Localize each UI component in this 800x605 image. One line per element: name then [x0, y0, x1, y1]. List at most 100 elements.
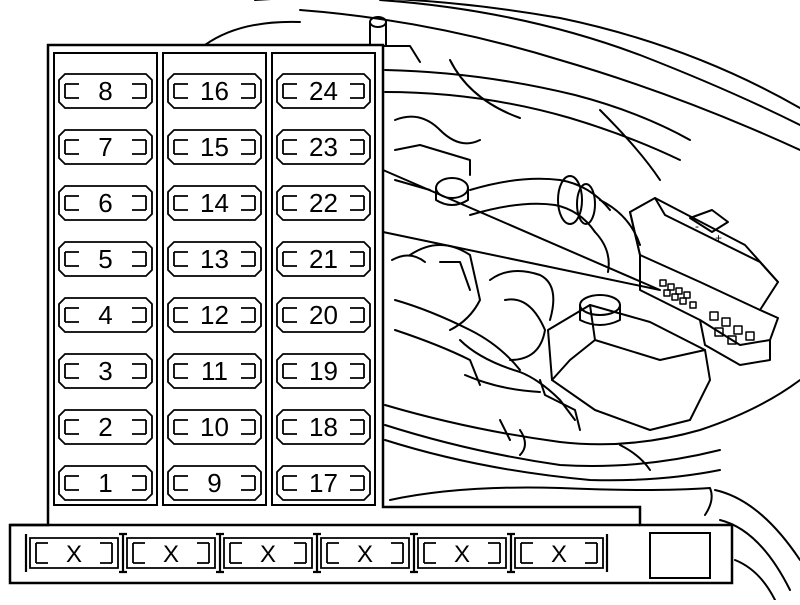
fuse-slot-outline: [276, 465, 371, 501]
fuse-number-label: 20: [309, 300, 338, 330]
fuse-number-label: 9: [207, 468, 221, 498]
fuse-number-label: 2: [98, 412, 112, 442]
front-crossmember: [384, 379, 800, 446]
relay-divider: [119, 532, 127, 574]
fuse-slot-outline: [58, 241, 153, 277]
fuse-number-label: 13: [200, 244, 229, 274]
fuse-slot-17: 17: [276, 465, 371, 501]
relay-slot-label: X: [163, 541, 179, 568]
engine-bay-illustration: - +: [204, 0, 800, 601]
fuse-slot-12: 12: [167, 297, 262, 333]
fuse-slot-outline: [167, 241, 262, 277]
relay-slot-outline: [514, 537, 604, 569]
fuse-slot-6: 6: [58, 185, 153, 221]
fuse-slot-16: 16: [167, 73, 262, 109]
fuse-number-label: 3: [98, 356, 112, 386]
fuse-slot-outline: [58, 353, 153, 389]
fuse-slot-9: 9: [167, 465, 262, 501]
fuse-slot-outline: [276, 185, 371, 221]
relay-slot-4: X: [320, 537, 410, 569]
fuse-number-label: 4: [98, 300, 112, 330]
intake-pipe: [469, 177, 611, 211]
relay-slot-label: X: [66, 541, 82, 568]
fuse-number-label: 6: [98, 188, 112, 218]
fuse-slot-outline: [276, 241, 371, 277]
fuse-column-1: [53, 52, 158, 506]
fuse-slot-outline: [276, 73, 371, 109]
fuse-slot-22: 22: [276, 185, 371, 221]
fuse-number-label: 15: [200, 132, 229, 162]
fuse-slot-13: 13: [167, 241, 262, 277]
fuse-number-label: 11: [201, 356, 228, 386]
relay-divider: [216, 532, 224, 574]
fuse-number-label: 18: [309, 412, 338, 442]
relay-slot-label: X: [260, 541, 276, 568]
bumper-curve: [389, 486, 713, 516]
fuse-number-label: 14: [200, 188, 229, 218]
fuse-slot-15: 15: [167, 129, 262, 165]
relay-slot-label: X: [357, 541, 373, 568]
relay-slot-1: X: [29, 537, 119, 569]
cover-minus-symbol: -: [695, 219, 699, 233]
fuse-slot-23: 23: [276, 129, 371, 165]
fuse-slot-7: 7: [58, 129, 153, 165]
hood-inner-line: [299, 9, 800, 151]
fuse-slot-24: 24: [276, 73, 371, 109]
fuse-slot-11: 11: [167, 353, 262, 389]
fuse-slot-21: 21: [276, 241, 371, 277]
fuse-slot-8: 8: [58, 73, 153, 109]
fuse-number-label: 1: [98, 468, 112, 498]
relay-slot-outline: [126, 537, 216, 569]
fuse-slot-outline: [58, 409, 153, 445]
fuse-number-label: 21: [309, 244, 338, 274]
fuse-slot-4: 4: [58, 297, 153, 333]
relay-slot-3: X: [223, 537, 313, 569]
fuse-number-label: 7: [98, 132, 112, 162]
fuse-number-label: 12: [200, 300, 229, 330]
fuse-slot-outline: [58, 185, 153, 221]
callout-leader: [382, 169, 661, 291]
relay-slot-label: X: [551, 541, 567, 568]
fuse-slot-outline: [58, 129, 153, 165]
fuse-box-body: [639, 254, 779, 346]
relay-slot-outline: [29, 537, 119, 569]
relay-divider: [507, 532, 515, 574]
relay-slot-outline: [417, 537, 507, 569]
fuse-slot-outline: [276, 129, 371, 165]
hood-outline: [254, 0, 800, 109]
fuse-slot-outline: [167, 185, 262, 221]
fuse-slot-outline: [167, 409, 262, 445]
fuse-box-cover: [629, 197, 779, 311]
fuse-slot-outline: [276, 297, 371, 333]
fuse-slot-outline: [58, 465, 153, 501]
relay-slot-2: X: [126, 537, 216, 569]
fuse-number-label: 17: [309, 468, 338, 498]
fuse-number-label: 24: [309, 76, 338, 106]
hood-edge-line: [379, 0, 800, 126]
relay-slot-6: X: [514, 537, 604, 569]
spare-block: [649, 532, 711, 579]
fuse-slot-5: 5: [58, 241, 153, 277]
fuse-column-3: [271, 52, 376, 506]
fuse-slot-outline: [276, 353, 371, 389]
fuse-slot-2: 2: [58, 409, 153, 445]
fuse-slot-outline: [58, 297, 153, 333]
fuse-slot-3: 3: [58, 353, 153, 389]
fuse-column-2: [162, 52, 267, 506]
battery-box: [547, 304, 711, 431]
fuse-slot-outline: [167, 73, 262, 109]
fender-curve: [204, 20, 301, 46]
fuse-number-label: 23: [309, 132, 338, 162]
fuse-slot-outline: [167, 129, 262, 165]
fuse-number-label: 16: [200, 76, 229, 106]
fuse-slot-outline: [276, 409, 371, 445]
fuse-number-label: 5: [98, 244, 112, 274]
fuse-slot-outline: [167, 353, 262, 389]
fuse-number-label: 8: [98, 76, 112, 106]
fuse-box-fuses: [659, 279, 755, 345]
fuse-panel: 876543211615141312111092423222120191817X…: [8, 43, 734, 585]
fuse-number-label: 19: [309, 356, 338, 386]
relay-slot-outline: [223, 537, 313, 569]
fuse-slot-19: 19: [276, 353, 371, 389]
